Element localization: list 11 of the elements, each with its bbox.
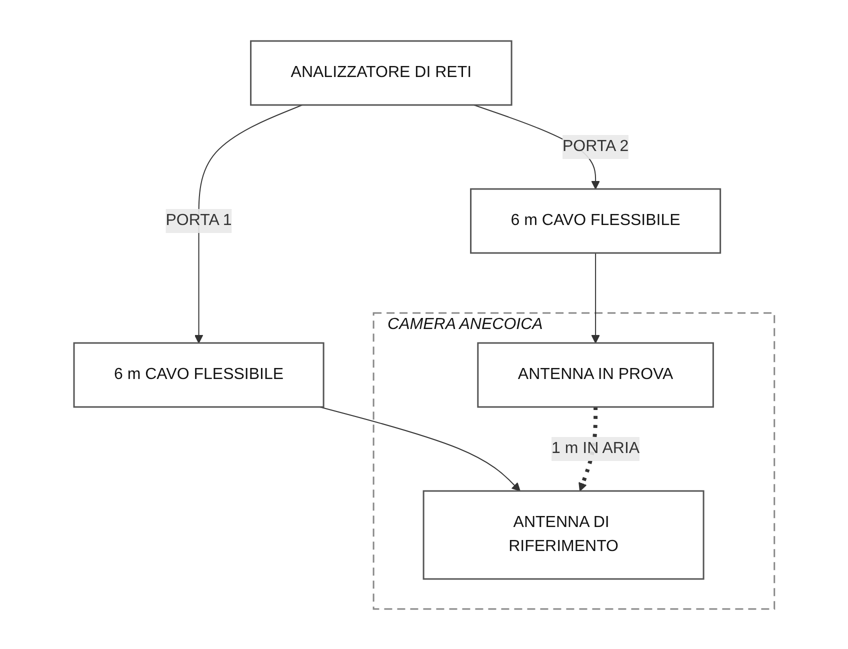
arrow xyxy=(194,104,303,343)
node-box: 6 m CAVO FLESSIBILE xyxy=(470,188,721,254)
node-box: ANALIZZATORE DI RETI xyxy=(250,40,512,106)
edge-label: PORTA 2 xyxy=(562,137,628,154)
edge-label: 1 m IN ARIA xyxy=(551,439,640,456)
edge-label: PORTA 1 xyxy=(166,211,232,228)
node-box: ANTENNA IN PROVA xyxy=(476,342,714,408)
arrow xyxy=(319,406,520,491)
node-box: ANTENNA DI RIFERIMENTO xyxy=(422,490,704,580)
arrow xyxy=(590,252,600,343)
node-box: 6 m CAVO FLESSIBILE xyxy=(73,342,324,408)
